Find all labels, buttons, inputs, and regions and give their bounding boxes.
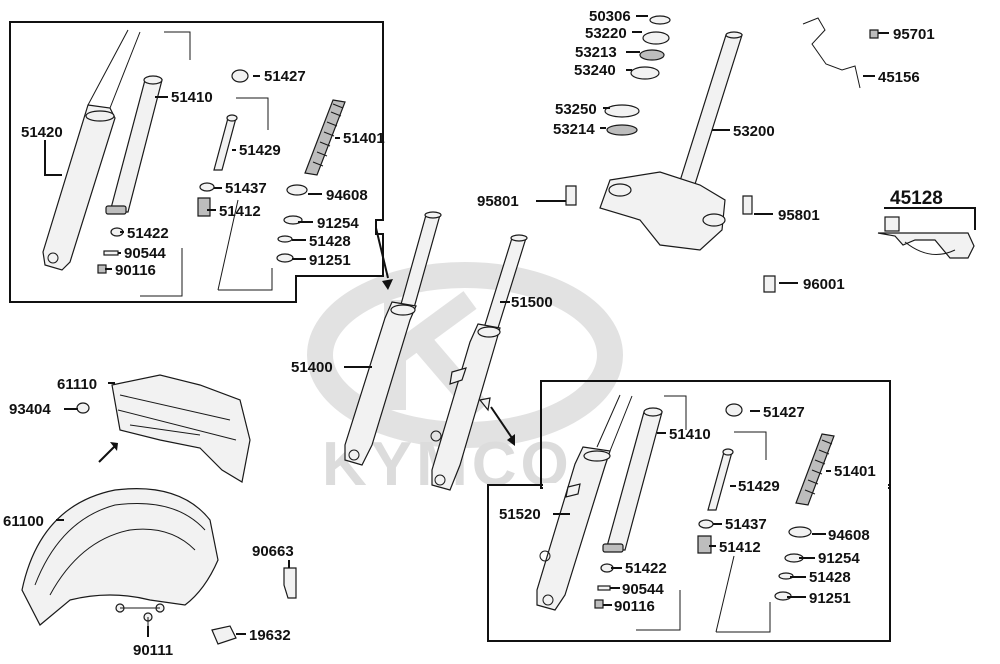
callout-51428: 51428 <box>309 233 351 250</box>
callout-94608: 94608 <box>326 187 368 204</box>
leaders-center <box>344 301 510 368</box>
callout-91254: 91254 <box>317 215 359 232</box>
callout-53214: 53214 <box>553 121 595 138</box>
callout-53240: 53240 <box>574 62 616 79</box>
part-small-bits-left <box>97 69 308 274</box>
callout-51427: 51427 <box>264 68 306 85</box>
callout-51500: 51500 <box>511 294 553 311</box>
small-fasteners-bottom <box>115 560 297 645</box>
part-fork-leg-outer <box>42 29 141 271</box>
leaders-bottom-right <box>553 410 831 606</box>
inset-box-left-fork <box>9 21 384 303</box>
labels-bottom-right: 51520 51410 51427 51429 51401 51437 5141… <box>499 404 876 615</box>
callout-91251: 91251 <box>309 252 351 269</box>
callout-90544: 90544 <box>124 245 166 262</box>
leaders-top-left <box>44 75 340 270</box>
front-fender-61100 <box>21 488 219 626</box>
callout-61110: 61110 <box>57 376 97 393</box>
labels-steering: 50306 53220 53213 53240 53250 53214 5320… <box>477 8 943 293</box>
callout-51437: 51437 <box>225 180 267 197</box>
callout-90116: 90116 <box>115 262 156 279</box>
callout-51410: 51410 <box>171 89 213 106</box>
callout-51427-b: 51427 <box>763 404 805 421</box>
callout-90116-b: 90116 <box>614 598 655 615</box>
callout-51428-b: 51428 <box>809 569 851 586</box>
callout-51412-b: 51412 <box>719 539 761 556</box>
callout-95801-left: 95801 <box>477 193 519 210</box>
fender-inner-61110 <box>64 374 251 483</box>
callout-45128: 45128 <box>890 188 943 209</box>
callout-51422-b: 51422 <box>625 560 667 577</box>
callout-53213: 53213 <box>575 44 617 61</box>
callout-51401-b: 51401 <box>834 463 876 480</box>
callout-91251-b: 91251 <box>809 590 851 607</box>
center-fork-assemblies <box>344 211 528 491</box>
callout-51437-b: 51437 <box>725 516 767 533</box>
callout-95801-right: 95801 <box>778 207 820 224</box>
callout-51400: 51400 <box>291 359 333 376</box>
callout-91254-b: 91254 <box>818 550 860 567</box>
callout-94608-b: 94608 <box>828 527 870 544</box>
callout-53200: 53200 <box>733 123 775 140</box>
callout-53220: 53220 <box>585 25 627 42</box>
steering-stem-group <box>565 15 976 293</box>
callout-45156: 45156 <box>878 69 920 86</box>
part-spring-left <box>304 99 346 176</box>
callout-90663: 90663 <box>252 543 294 560</box>
part-clamp-45128 <box>877 207 976 259</box>
callout-95701: 95701 <box>893 26 935 43</box>
callout-19632: 19632 <box>249 627 291 644</box>
callout-51412: 51412 <box>219 203 261 220</box>
labels-top-left: 51420 51410 51427 51429 51401 51437 5141… <box>21 68 385 279</box>
callout-96001: 96001 <box>803 276 845 293</box>
callout-51429-b: 51429 <box>738 478 780 495</box>
callout-51420: 51420 <box>21 124 63 141</box>
callout-50306: 50306 <box>589 8 631 25</box>
inset-box-right-fork <box>487 380 891 642</box>
callout-93404: 93404 <box>9 401 51 418</box>
callout-51429: 51429 <box>239 142 281 159</box>
callout-51410-b: 51410 <box>669 426 711 443</box>
callout-90111: 90111 <box>133 642 173 659</box>
part-inner-tube <box>105 31 191 215</box>
callout-90544-b: 90544 <box>622 581 664 598</box>
callout-51401: 51401 <box>343 130 385 147</box>
callout-51422: 51422 <box>127 225 169 242</box>
callout-53250: 53250 <box>555 101 597 118</box>
callout-51520: 51520 <box>499 506 541 523</box>
callout-61100: 61100 <box>3 513 44 530</box>
leaders-steering <box>536 15 889 284</box>
